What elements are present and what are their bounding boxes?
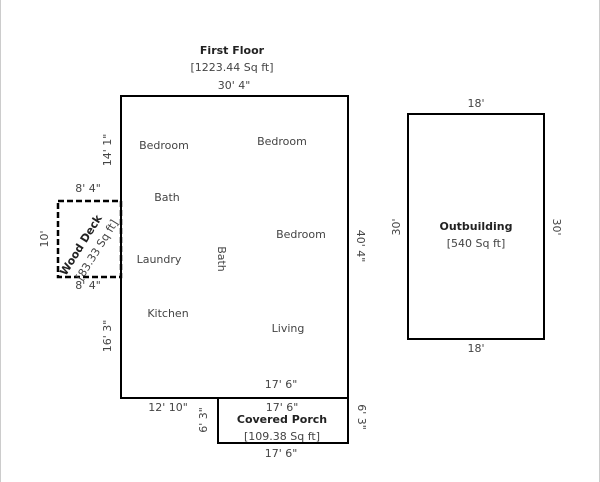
covered-porch-dim-right: 6' 3" [355,404,368,430]
first-floor-dim-left-bottom: 16' 3" [101,320,114,353]
room-bedroom-1: Bedroom [139,139,189,152]
covered-porch: 17' 6" Covered Porch [109.38 Sq ft] 6' 3… [197,397,368,460]
first-floor-dim-top: 30' 4" [218,79,251,92]
covered-porch-title: Covered Porch [237,413,327,426]
outbuilding-area: [540 Sq ft] [447,237,506,250]
covered-porch-dim-left: 6' 3" [197,407,210,433]
room-bath-1: Bath [154,191,180,204]
wood-deck-dim-left: 10' [38,230,51,247]
room-living: Living [272,322,305,335]
room-laundry: Laundry [137,253,182,266]
wood-deck-dim-top: 8' 4" [75,182,101,195]
outbuilding-dim-bottom: 18' [467,342,484,355]
covered-porch-dim-bottom: 17' 6" [265,447,298,460]
first-floor-area: [1223.44 Sq ft] [190,61,273,74]
first-floor-title: First Floor [200,44,265,57]
covered-porch-outline [217,397,349,444]
outbuilding-dim-right: 30' [550,218,563,235]
outbuilding-dim-top: 18' [467,97,484,110]
covered-porch-dim-top: 17' 6" [266,401,299,414]
wood-deck: 8' 4" 10' Wood Deck [83.33 Sq ft] 8' 4" [38,182,123,292]
outbuilding-title: Outbuilding [439,220,512,233]
outbuilding-dim-left: 30' [390,218,403,235]
first-floor-dim-left-top: 14' 1" [101,134,114,167]
first-floor-dim-bottom-left: 12' 10" [148,401,188,414]
covered-porch-area: [109.38 Sq ft] [244,430,320,443]
first-floor-dim-bottom-inner: 17' 6" [265,378,298,391]
room-bedroom-2: Bedroom [257,135,307,148]
wood-deck-dim-bottom: 8' 4" [75,279,101,292]
outbuilding: 18' 30' 30' Outbuilding [540 Sq ft] 18' [390,97,563,355]
outbuilding-outline [407,113,545,340]
wood-deck-outline [56,199,123,279]
room-kitchen: Kitchen [147,307,188,320]
room-bedroom-3: Bedroom [276,228,326,241]
first-floor: First Floor [1223.44 Sq ft] 30' 4" 14' 1… [101,44,367,414]
room-bath-2: Bath [215,246,228,272]
first-floor-dim-right: 40' 4" [354,230,367,263]
